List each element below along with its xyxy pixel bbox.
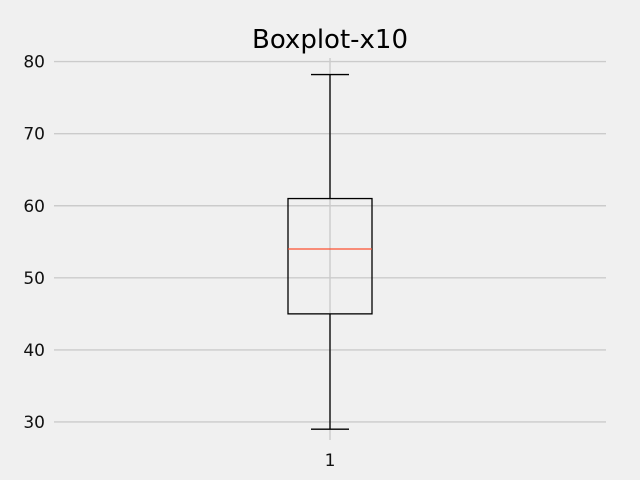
y-tick-label: 40 <box>23 341 45 361</box>
y-tick-label: 70 <box>23 125 45 145</box>
y-tick-label: 30 <box>23 413 45 433</box>
box-group <box>287 73 373 430</box>
x-tick-label: 1 <box>325 451 336 471</box>
box-layer <box>287 73 373 430</box>
x-axis: 1 <box>325 451 336 471</box>
chart-title: Boxplot-x10 <box>252 25 408 55</box>
y-tick-label: 50 <box>23 269 45 289</box>
y-tick-label: 60 <box>23 197 45 217</box>
y-axis: 30 40 50 60 70 80 <box>23 53 45 433</box>
y-tick-label: 80 <box>23 53 45 73</box>
iqr-box <box>287 197 373 315</box>
